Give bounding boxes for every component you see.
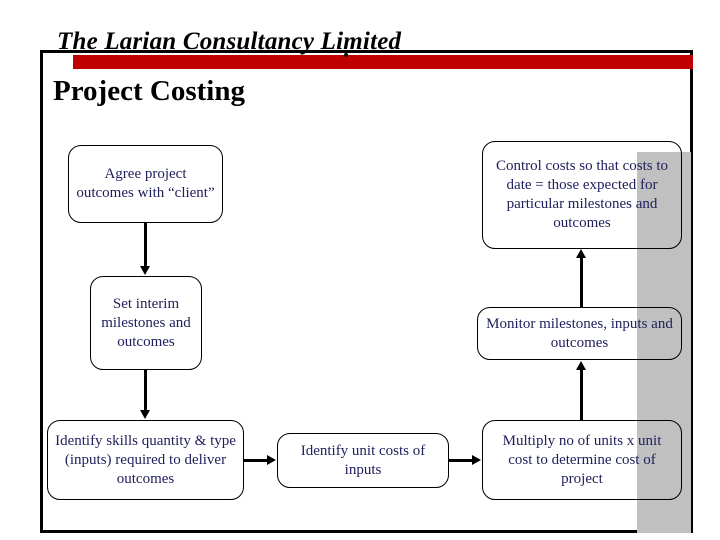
bullet-dot-icon [344, 53, 348, 57]
node-identify-skills[interactable]: Identify skills quantity & type (inputs)… [47, 420, 244, 500]
edge-identify-to-unitcosts [244, 459, 268, 462]
arrow-head-down-icon [140, 266, 150, 275]
edge-multiply-to-monitor [580, 368, 583, 420]
edge-agree-to-interim [144, 223, 147, 267]
node-agree-project-outcomes[interactable]: Agree project outcomes with “client” [68, 145, 223, 223]
arrow-head-up-icon [576, 249, 586, 258]
edge-interim-to-identify [144, 370, 147, 412]
node-label: Set interim milestones and outcomes [101, 295, 191, 350]
arrow-head-right-icon [267, 455, 276, 465]
arrow-head-up-icon [576, 361, 586, 370]
node-monitor-milestones[interactable]: Monitor milestones, inputs and outcomes [477, 307, 682, 360]
arrow-head-down-icon [140, 410, 150, 419]
node-multiply-units[interactable]: Multiply no of units x unit cost to dete… [482, 420, 682, 500]
edge-monitor-to-control [580, 256, 583, 307]
arrow-head-right-icon [472, 455, 481, 465]
node-set-interim-milestones[interactable]: Set interim milestones and outcomes [90, 276, 202, 370]
gray-overlay-band [637, 152, 691, 533]
edge-unitcosts-to-multiply [449, 459, 473, 462]
node-identify-unit-costs[interactable]: Identify unit costs of inputs [277, 433, 449, 488]
node-label: Identify unit costs of inputs [300, 442, 426, 478]
red-accent-bar [73, 55, 693, 69]
node-label: Control costs so that costs to date = th… [495, 158, 669, 231]
node-label: Monitor milestones, inputs and outcomes [486, 315, 673, 351]
slide-frame [40, 50, 693, 533]
node-label: Agree project outcomes with “client” [76, 166, 215, 201]
node-label: Multiply no of units x unit cost to dete… [502, 432, 662, 487]
page-title: Project Costing [53, 75, 245, 107]
node-control-costs[interactable]: Control costs so that costs to date = th… [482, 141, 682, 249]
node-label: Identify skills quantity & type (inputs)… [55, 432, 236, 487]
